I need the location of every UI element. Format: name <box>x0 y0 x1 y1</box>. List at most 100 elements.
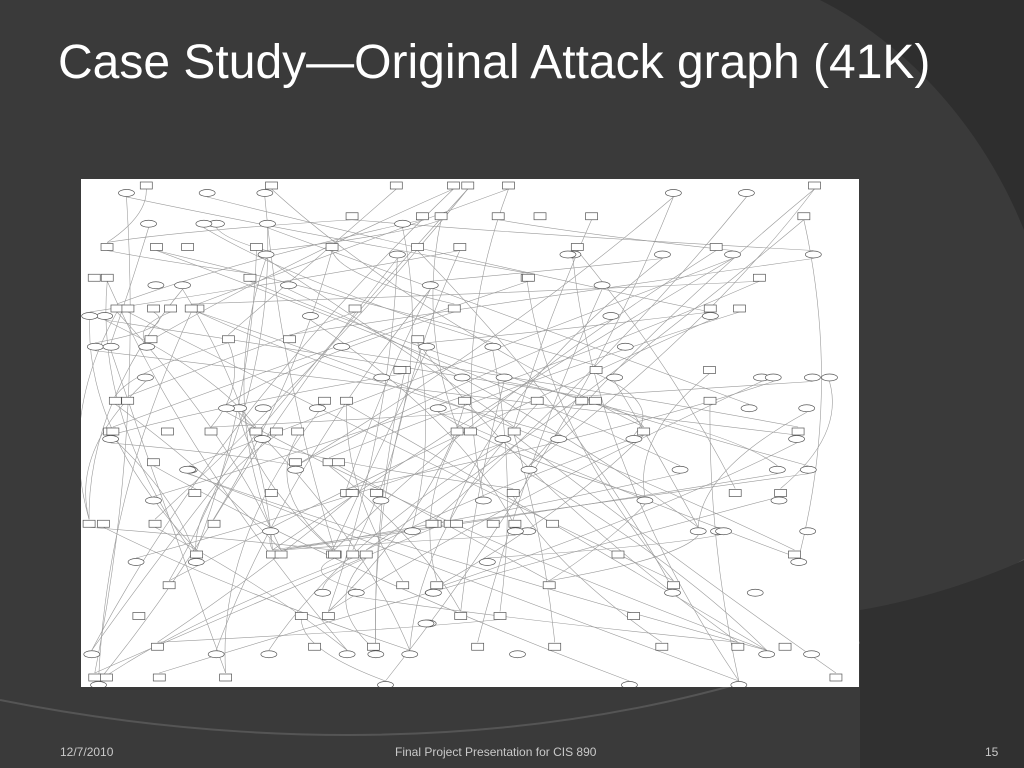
graph-node-box <box>110 304 124 313</box>
graph-edge <box>572 258 740 682</box>
graph-node-box <box>506 489 520 497</box>
graph-node-box <box>190 550 203 559</box>
graph-node-box <box>548 642 562 651</box>
graph-node-box <box>728 489 742 497</box>
graph-node-ellipse <box>187 558 205 566</box>
graph-edge <box>438 412 645 497</box>
graph-edge <box>345 557 377 651</box>
graph-edge <box>109 434 197 559</box>
graph-edge <box>211 403 596 428</box>
graph-node-box <box>493 612 507 620</box>
graph-node-ellipse <box>799 465 817 474</box>
graph-edge <box>127 311 356 397</box>
graph-edge <box>154 526 348 651</box>
graph-node-box <box>797 212 811 221</box>
graph-edge <box>182 289 273 551</box>
graph-node-box <box>147 304 160 313</box>
graph-node-ellipse <box>254 404 272 413</box>
graph-node-ellipse <box>140 219 157 228</box>
graph-node-ellipse <box>207 650 225 659</box>
graph-node-ellipse <box>394 219 411 228</box>
graph-node-ellipse <box>373 373 391 382</box>
footer-date: 12/7/2010 <box>60 745 114 759</box>
graph-edge <box>112 280 529 428</box>
graph-edge <box>157 619 501 643</box>
graph-node-box <box>522 273 535 282</box>
slide-title: Case Study—Original Attack graph (41K) <box>58 36 931 89</box>
graph-node-box <box>308 642 321 651</box>
graph-edge <box>366 434 644 551</box>
graph-node-ellipse <box>137 373 154 382</box>
graph-edge <box>581 381 813 397</box>
graph-node-box <box>430 581 444 590</box>
graph-edge <box>430 258 663 282</box>
graph-node-ellipse <box>636 496 654 505</box>
graph-node-box <box>778 642 792 651</box>
graph-node-box <box>575 396 589 405</box>
graph-node-box <box>147 458 160 467</box>
graph-edge <box>352 227 413 551</box>
graph-node-box <box>265 181 278 190</box>
graph-node-ellipse <box>804 373 821 382</box>
graph-node-ellipse <box>404 527 421 536</box>
graph-node-ellipse <box>417 619 435 628</box>
graph-node-box <box>151 642 164 651</box>
graph-edge <box>196 250 257 551</box>
graph-node-ellipse <box>262 527 279 536</box>
graph-edge <box>281 534 516 551</box>
graph-edge <box>136 442 504 559</box>
graph-node-box <box>447 181 460 190</box>
graph-node-ellipse <box>495 373 513 382</box>
graph-node-box <box>100 273 114 282</box>
graph-edge <box>243 258 271 528</box>
graph-node-box <box>144 335 158 344</box>
accent-arc-2 <box>860 560 1024 768</box>
graph-edge <box>195 434 277 559</box>
graph-edge <box>226 411 767 651</box>
graph-edge <box>356 596 738 643</box>
graph-edge <box>213 258 398 520</box>
graph-node-ellipse <box>550 435 568 443</box>
graph-edge <box>94 526 436 674</box>
graph-node-box <box>471 642 485 651</box>
graph-node-box <box>667 581 680 590</box>
graph-node-ellipse <box>429 404 447 413</box>
graph-node-box <box>507 427 521 436</box>
graph-node-box <box>164 304 177 313</box>
graph-node-box <box>264 489 278 497</box>
graph-node-box <box>82 519 96 528</box>
graph-node-ellipse <box>287 465 305 474</box>
graph-node-ellipse <box>740 404 758 413</box>
graph-node-box <box>709 243 723 251</box>
graph-edge <box>271 188 644 428</box>
graph-node-box <box>318 396 331 405</box>
graph-edge <box>449 258 663 520</box>
graph-node-ellipse <box>102 342 120 351</box>
graph-edge <box>238 412 411 651</box>
graph-edge <box>334 250 717 551</box>
graph-node-ellipse <box>509 650 526 659</box>
graph-node-ellipse <box>790 558 808 566</box>
graph-edge <box>106 281 348 651</box>
graph-node-box <box>588 396 602 405</box>
graph-node-ellipse <box>769 465 786 474</box>
graph-node-ellipse <box>702 312 719 320</box>
graph-edge <box>110 373 405 436</box>
graph-edge <box>300 619 386 682</box>
graph-edge <box>115 342 229 397</box>
attack-graph <box>81 181 843 687</box>
graph-edge <box>328 258 398 612</box>
graph-edge <box>332 350 427 551</box>
graph-node-box <box>389 181 403 190</box>
graph-edge <box>265 258 515 428</box>
graph-edge <box>89 526 333 551</box>
graph-edge <box>189 473 739 682</box>
graph-node-box <box>461 181 475 190</box>
graph-edge <box>226 311 455 405</box>
graph-edge <box>127 311 674 582</box>
attack-graph-image <box>81 179 859 687</box>
graph-node-box <box>108 396 122 405</box>
graph-edge <box>477 289 603 643</box>
graph-edge <box>249 280 809 467</box>
graph-edge <box>191 280 760 305</box>
